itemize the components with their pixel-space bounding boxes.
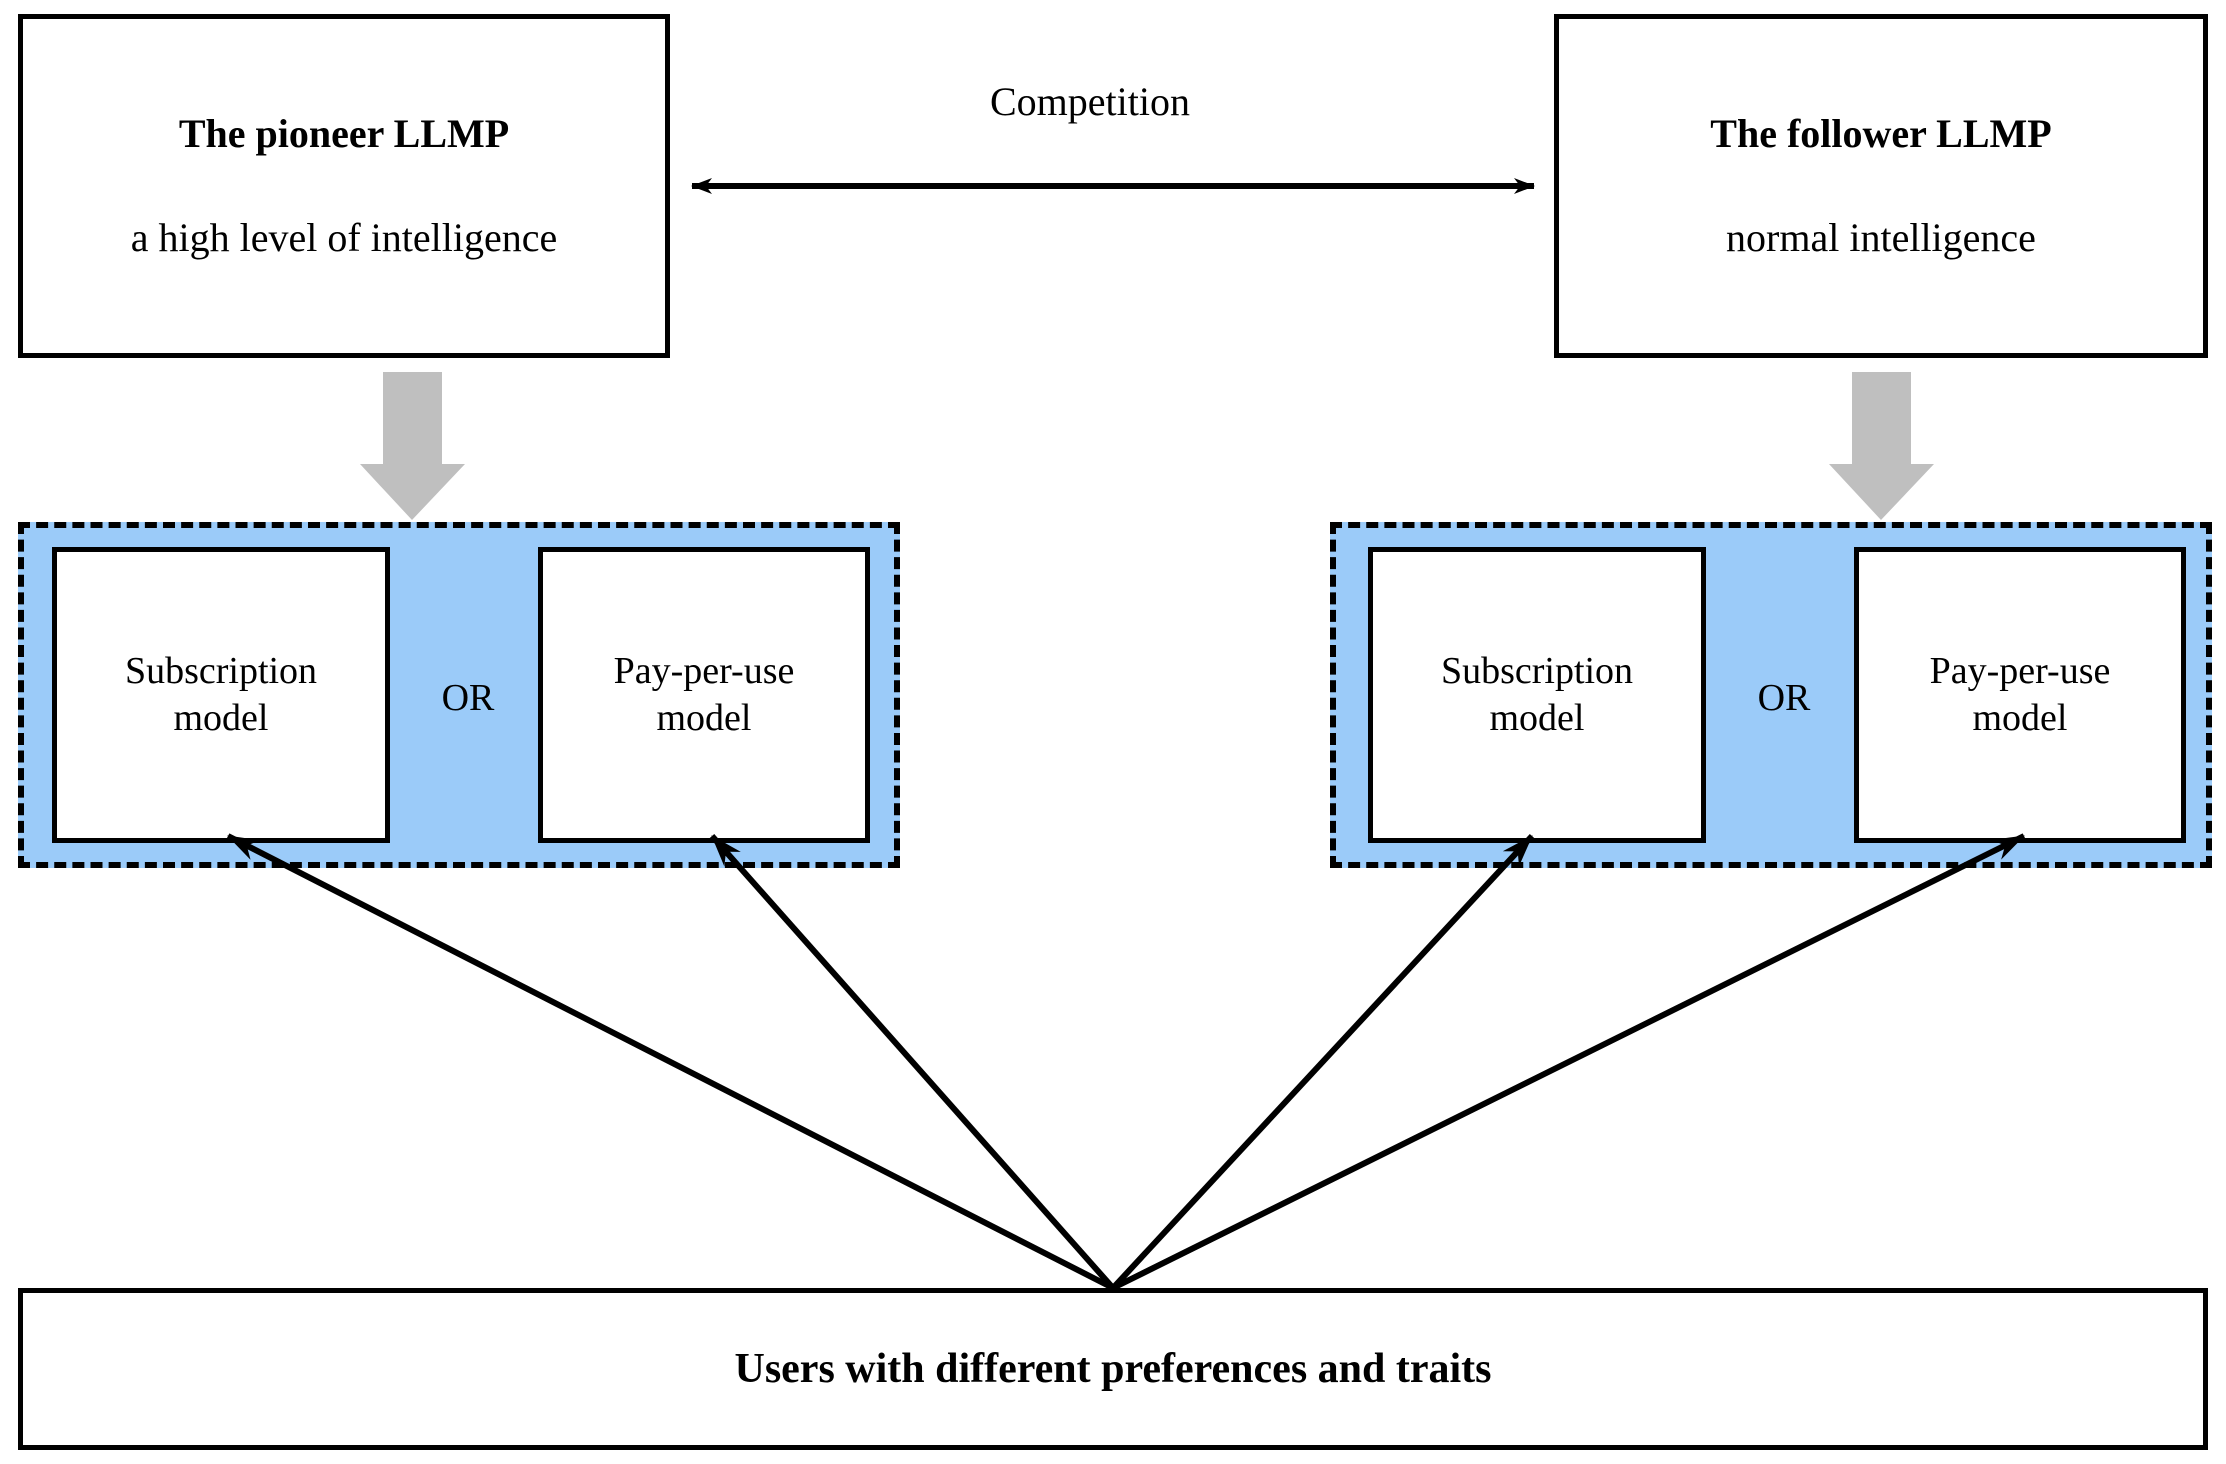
pioneer-payperuse-model-label: Pay-per-use model	[614, 648, 795, 743]
pioneer-subscription-model-box: Subscription model	[52, 547, 390, 843]
pioneer-subscription-line1: Subscription	[124, 649, 318, 692]
pioneer-subscription-model-label: Subscription model	[125, 648, 317, 743]
users-to-pioneer-payperuse-arrow	[709, 834, 1116, 1290]
competition-label: Competition	[990, 79, 1190, 124]
follower-subscription-line2: model	[1489, 697, 1585, 739]
follower-llmp-box: The follower LLMP normal intelligence	[1554, 14, 2208, 358]
pioneer-llmp-box: The pioneer LLMP a high level of intelli…	[18, 14, 670, 358]
users-to-follower-payperuse-arrow	[1111, 833, 2026, 1291]
follower-subscription-model-label: Subscription model	[1441, 648, 1633, 743]
pioneer-or-label: OR	[441, 677, 495, 719]
follower-llmp-subtitle: normal intelligence	[1726, 215, 2036, 260]
follower-or-label: OR	[1757, 677, 1811, 719]
pioneer-payperuse-line1: Pay-per-use	[613, 649, 795, 692]
pioneer-llmp-title: The pioneer LLMP	[178, 111, 510, 156]
pioneer-gray-down-arrow	[360, 372, 465, 520]
users-to-pioneer-subscription-arrow	[226, 833, 1115, 1291]
follower-subscription-model-box: Subscription model	[1368, 547, 1706, 843]
users-to-follower-subscription-arrow	[1110, 833, 1535, 1291]
follower-payperuse-model-box: Pay-per-use model	[1854, 547, 2186, 843]
follower-payperuse-line2: model	[1972, 697, 2068, 739]
follower-payperuse-line1: Pay-per-use	[1929, 649, 2111, 692]
follower-subscription-line1: Subscription	[1440, 649, 1634, 692]
pioneer-payperuse-line2: model	[656, 697, 752, 739]
users-label: Users with different preferences and tra…	[734, 1346, 1492, 1392]
pioneer-llmp-subtitle: a high level of intelligence	[130, 215, 558, 260]
pioneer-subscription-line2: model	[173, 697, 269, 739]
follower-llmp-title: The follower LLMP	[1710, 111, 2052, 156]
follower-payperuse-model-label: Pay-per-use model	[1930, 648, 2111, 743]
pioneer-payperuse-model-box: Pay-per-use model	[538, 547, 870, 843]
follower-gray-down-arrow	[1829, 372, 1934, 520]
users-box: Users with different preferences and tra…	[18, 1288, 2208, 1450]
